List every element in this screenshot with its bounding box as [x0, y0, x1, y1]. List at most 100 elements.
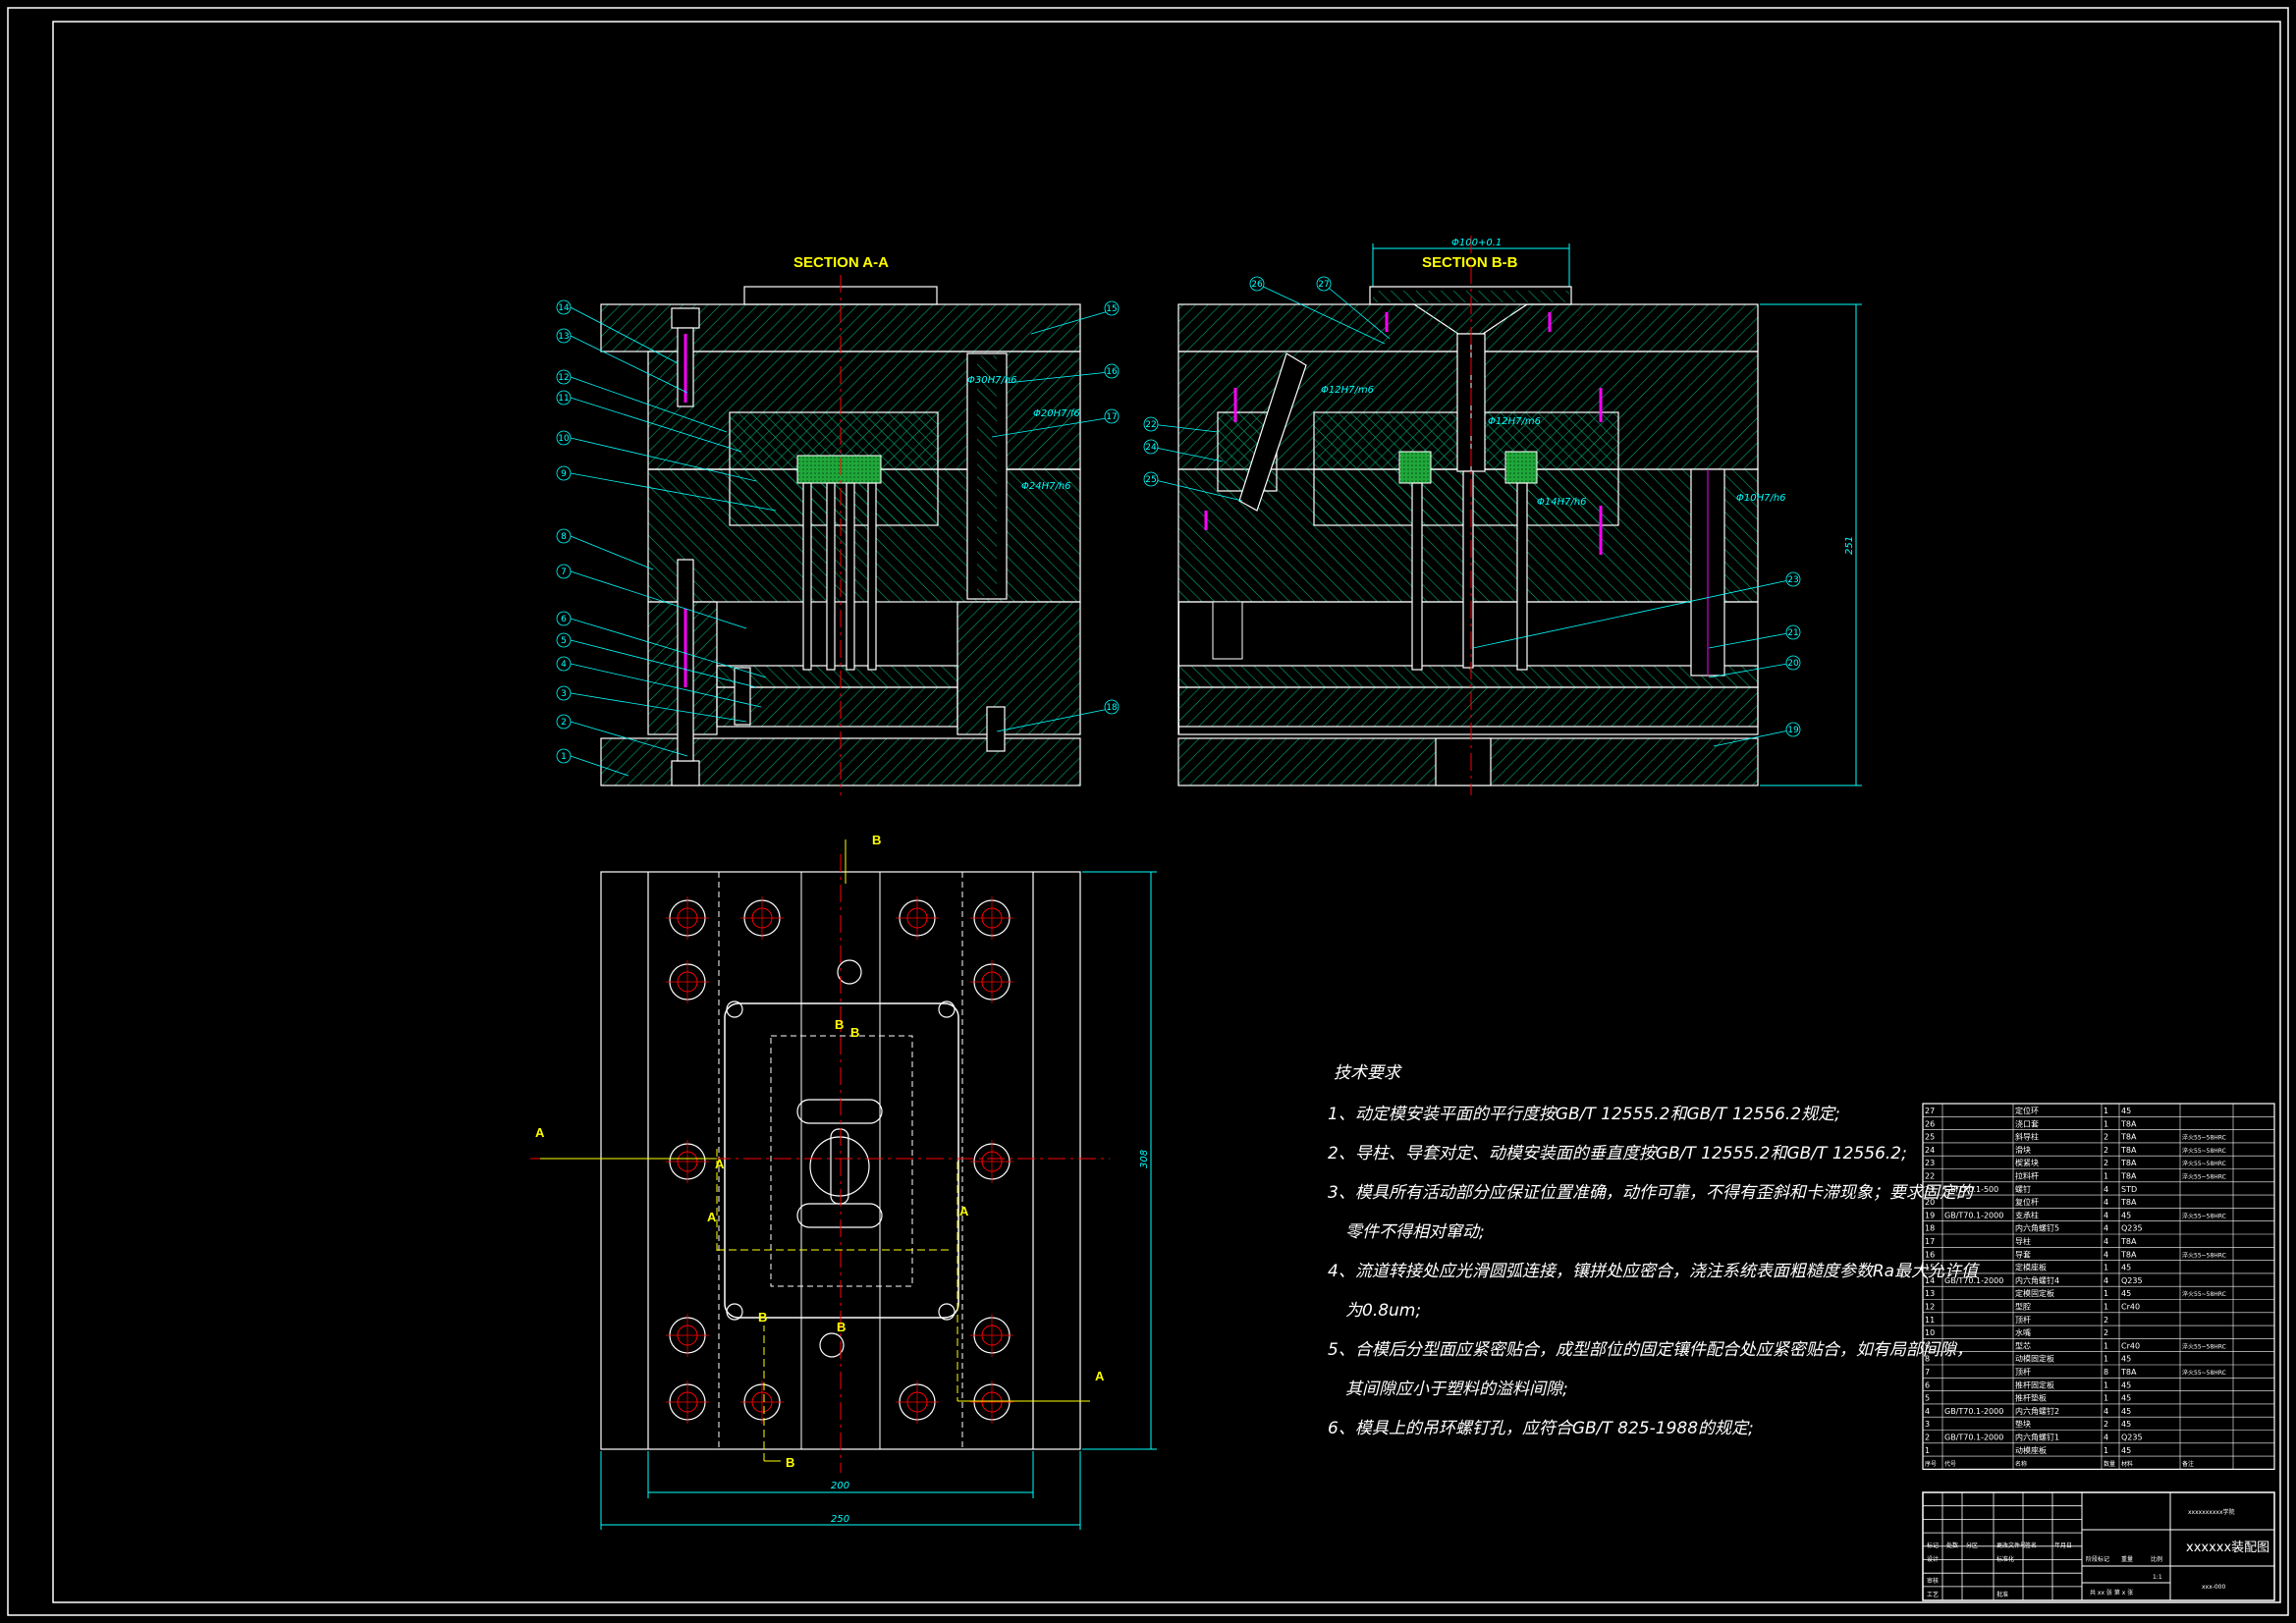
- bom-cell: 内六角螺钉2: [2015, 1406, 2059, 1416]
- balloon-label: 12: [558, 373, 569, 383]
- dim-a-fit3: Φ24H7/h6: [1021, 481, 1071, 492]
- bom-cell: 22: [1925, 1172, 1935, 1181]
- title-block-label: 更改文件号: [1996, 1542, 2026, 1549]
- bom-cell: 18: [1925, 1224, 1935, 1233]
- bom-cell: 内六角螺钉5: [2015, 1223, 2059, 1233]
- bom-cell: 5: [1925, 1394, 1930, 1403]
- title-block-label: 处数: [1946, 1542, 1958, 1549]
- bom-cell: 型腔: [2015, 1302, 2031, 1312]
- tech-title: 技术要求: [1334, 1063, 1402, 1083]
- bom-cell: T8A: [2120, 1237, 2137, 1246]
- bom-cell: 导套: [2015, 1249, 2031, 1259]
- bom-cell: 推杆固定板: [2015, 1380, 2054, 1389]
- title-block-label: 阶段标记: [2086, 1555, 2109, 1563]
- bom-cell: 动模座板: [2015, 1445, 2047, 1455]
- bom-cell: 45: [2121, 1355, 2131, 1364]
- plan-view: A A A A A B B B B B B 200 250 308: [530, 833, 1157, 1530]
- bom-cell: 45: [2121, 1264, 2131, 1272]
- bom-cell: 淬火55~58HRC: [2182, 1173, 2226, 1181]
- bom-cell: 1: [2104, 1355, 2108, 1364]
- bom-cell: Q235: [2121, 1434, 2143, 1442]
- technical-requirements: 技术要求 1、动定模安装平面的平行度按GB/T 12555.2和GB/T 125…: [1328, 1063, 1980, 1438]
- bom-cell: T8A: [2120, 1172, 2137, 1181]
- balloon-label: 24: [1145, 443, 1157, 453]
- bom-cell: 45: [2121, 1446, 2131, 1455]
- bom-cell: 4: [2104, 1276, 2108, 1285]
- bom-cell: 4: [2104, 1407, 2108, 1416]
- bom-cell: 45: [2121, 1420, 2131, 1429]
- title-block-label: 设计: [1927, 1555, 1939, 1563]
- bom-cell: 推杆垫板: [2015, 1393, 2047, 1403]
- bom-cell: 1: [2104, 1380, 2108, 1389]
- balloon-label: 7: [561, 568, 567, 577]
- bom-cell: STD: [2121, 1185, 2137, 1194]
- dim-b-fit2: Φ12H7/m6: [1488, 416, 1541, 427]
- bom-cell: 内六角螺钉1: [2015, 1433, 2059, 1442]
- bom-cell: 6: [1925, 1380, 1930, 1389]
- bom-cell: 楔紧块: [2015, 1158, 2039, 1167]
- ejector-retainer-b: [1177, 665, 1759, 688]
- bom-cell: 45: [2121, 1107, 2131, 1115]
- balloon-label: 2: [561, 718, 567, 728]
- dim-b-fit3: Φ14H7/h6: [1537, 497, 1587, 508]
- balloon-label: 6: [561, 615, 567, 624]
- cut-b-mid1: B: [835, 1017, 844, 1032]
- tb-scale: 1:1: [2153, 1574, 2162, 1581]
- dim-b-fit4: Φ10H7/h6: [1736, 493, 1786, 504]
- balloon-label: 15: [1106, 304, 1117, 314]
- bom-cell: 淬火55~58HRC: [2182, 1147, 2226, 1155]
- cut-b-bottom: B: [786, 1455, 794, 1470]
- bom-cell: 16: [1925, 1250, 1935, 1259]
- bom-cell: 1: [2104, 1264, 2108, 1272]
- balloon-label: 9: [561, 469, 567, 479]
- dim-plan-height: 308: [1139, 1150, 1150, 1168]
- section-a-view: SECTION A-A: [556, 254, 1120, 795]
- bom-cell: 4: [2104, 1198, 2108, 1207]
- cut-b-mid2: B: [850, 1025, 859, 1040]
- bom-cell: 2: [2104, 1316, 2108, 1325]
- title-block-label: 工艺: [1927, 1591, 1939, 1598]
- bom-cell: 19: [1925, 1211, 1935, 1219]
- title-block: xxxxxxxxxx学院 xxxxxx装配图 xxx-000 共 xx 张 第 …: [1922, 1491, 2275, 1601]
- ejector-plate-b: [1177, 686, 1759, 728]
- bom-cell: 13: [1925, 1289, 1935, 1298]
- title-block-label: 比例: [2151, 1555, 2162, 1563]
- bom-cell: GB/T70.1-2000: [1944, 1211, 2003, 1219]
- bom-cell: 垫块: [2015, 1419, 2031, 1429]
- cut-a-mid2: A: [707, 1210, 717, 1224]
- dim-b-height: 251: [1844, 536, 1855, 555]
- bom-cell: 淬火55~58HRC: [2182, 1290, 2226, 1298]
- cut-a-right: A: [1095, 1369, 1105, 1383]
- bom-cell: 45: [2121, 1407, 2131, 1416]
- bom-cell: 27: [1925, 1107, 1935, 1115]
- bom-cell: T8A: [2120, 1368, 2137, 1377]
- balloon-label: 20: [1787, 659, 1799, 669]
- bom-cell: 拉料杆: [2015, 1171, 2039, 1181]
- bom-cell: T8A: [2120, 1250, 2137, 1259]
- tb-sheet: 共 xx 张 第 x 张: [2090, 1589, 2133, 1596]
- bom-cell: 滑块: [2015, 1145, 2031, 1155]
- bom-cell: 14: [1925, 1276, 1935, 1285]
- bom-cell: 定模座板: [2015, 1263, 2047, 1272]
- bom-cell: 24: [1925, 1146, 1935, 1155]
- title-block-label: 批准: [1996, 1591, 2008, 1598]
- bom-cell: 淬火55~58HRC: [2182, 1160, 2226, 1167]
- bom-cell: 45: [2121, 1394, 2131, 1403]
- bom-cell: T8A: [2120, 1146, 2137, 1155]
- dim-a-fit1: Φ30H7/h6: [967, 375, 1017, 386]
- cut-b-top: B: [872, 833, 881, 847]
- section-a-title: SECTION A-A: [793, 254, 889, 271]
- bom-cell: 1: [2104, 1341, 2108, 1350]
- bom-cell: 10: [1925, 1328, 1935, 1337]
- bom-cell: 定位环: [2015, 1106, 2039, 1115]
- tech-line-3: 3、模具所有活动部分应保证位置准确，动作可靠，不得有歪斜和卡滞现象；要求固定的: [1328, 1183, 1975, 1203]
- bom-cell: 26: [1925, 1119, 1935, 1128]
- balloon-label: 16: [1106, 367, 1118, 377]
- balloon-label: 21: [1787, 628, 1798, 638]
- bom-cell: Cr40: [2121, 1303, 2140, 1312]
- balloon-label: 27: [1318, 280, 1329, 290]
- balloon-label: 10: [558, 434, 570, 444]
- bom-cell: 导柱: [2015, 1236, 2031, 1246]
- bom-header-cell: 名称: [2015, 1460, 2027, 1468]
- inner-frame: [52, 21, 2281, 1603]
